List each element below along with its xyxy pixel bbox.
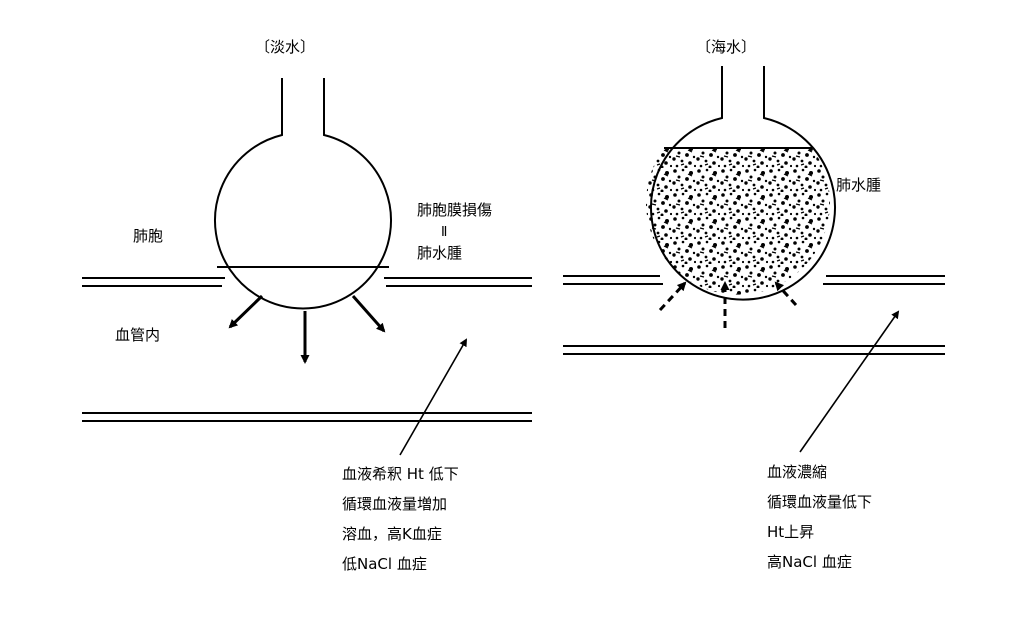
injury-label-line1: 肺胞膜損傷	[417, 201, 493, 219]
right-effect: 血液濃縮	[767, 463, 828, 481]
left-effect: 循環血液量増加	[342, 495, 448, 513]
right-vessel-walls	[563, 275, 945, 355]
right-effect: 高NaCl 血症	[767, 553, 852, 571]
right-alveolus-shape	[646, 66, 836, 301]
edema-label: 肺水腫	[836, 176, 882, 194]
injury-label-line2: 肺水腫	[417, 244, 463, 262]
left-effects-list: 血液希釈 Ht 低下 循環血液量増加 溶血，高K血症 低NaCl 血症	[342, 459, 459, 579]
injury-equivalence-mark: Ⅱ	[441, 225, 448, 240]
alveolus-label: 肺胞	[133, 227, 164, 245]
left-outflow-arrows	[228, 294, 386, 364]
left-effect: 溶血，高K血症	[342, 525, 442, 543]
right-pointer-arrow	[799, 310, 900, 453]
right-effects-list: 血液濃縮 循環血液量低下 Ht上昇 高NaCl 血症	[767, 457, 872, 577]
left-title: 〔淡水〕	[255, 38, 316, 56]
left-effect: 低NaCl 血症	[342, 555, 427, 573]
right-effect: 循環血液量低下	[767, 493, 873, 511]
left-effect: 血液希釈 Ht 低下	[342, 465, 459, 483]
left-vessel-walls	[82, 277, 532, 422]
right-effect: Ht上昇	[767, 523, 815, 541]
left-pointer-arrow	[399, 338, 467, 456]
right-inflow-arrows	[658, 281, 798, 328]
right-title: 〔海水〕	[696, 38, 757, 56]
left-alveolus	[214, 78, 392, 310]
vessel-label: 血管内	[115, 326, 161, 344]
